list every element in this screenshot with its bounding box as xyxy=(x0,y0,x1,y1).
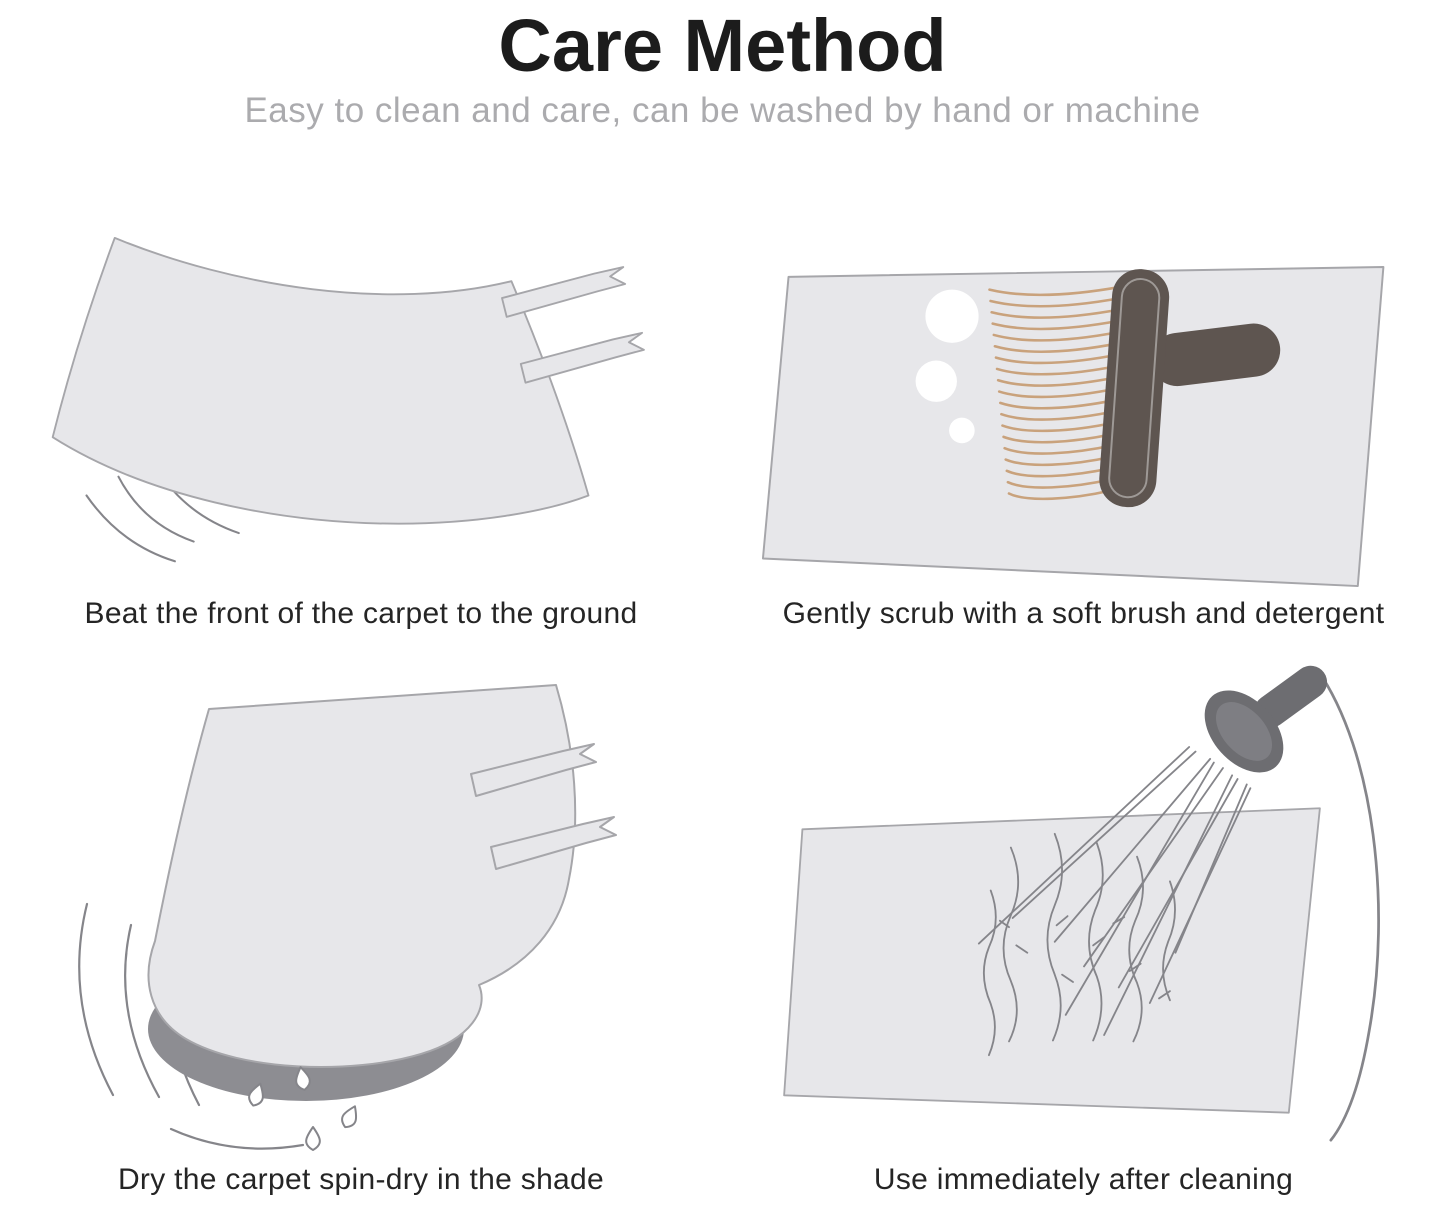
rinse-illustration xyxy=(782,665,1380,1142)
step-scrub-brush: Gently scrub with a soft brush and deter… xyxy=(722,137,1445,645)
tassel-icon xyxy=(519,331,645,384)
scrub-illustration xyxy=(761,265,1384,588)
beat-carpet-illustration xyxy=(51,236,645,563)
water-squiggles xyxy=(982,832,1176,1056)
foam-bubbles xyxy=(915,289,979,444)
brush-icon xyxy=(1098,269,1280,508)
tassel-icon xyxy=(501,266,627,318)
spin-dry-illustration xyxy=(78,683,617,1151)
step-caption-use: Use immediately after cleaning xyxy=(873,1162,1294,1196)
water-drops xyxy=(248,1066,358,1151)
carpet-shape xyxy=(147,683,577,1068)
splash-ticks xyxy=(998,915,1171,1000)
brush-bristles xyxy=(987,285,1123,501)
shower-head-icon xyxy=(1204,665,1327,773)
rug-shape xyxy=(782,807,1321,1114)
step-caption-dry: Dry the carpet spin-dry in the shade xyxy=(117,1162,605,1196)
header: Care Method Easy to clean and care, can … xyxy=(0,0,1445,131)
page-subtitle: Easy to clean and care, can be washed by… xyxy=(244,90,1201,130)
shower-hose xyxy=(1315,667,1380,1142)
tassel-icon xyxy=(490,815,617,870)
page-title: Care Method xyxy=(498,4,947,87)
step-spin-dry: Dry the carpet spin-dry in the shade xyxy=(0,645,722,1207)
tassel-icon xyxy=(470,742,597,797)
steps-grid: Beat the front of the carpet to the grou… xyxy=(0,137,1445,1207)
spray-lines xyxy=(977,746,1251,1036)
step-caption-beat: Beat the front of the carpet to the grou… xyxy=(84,596,638,630)
step-caption-scrub: Gently scrub with a soft brush and deter… xyxy=(782,596,1385,630)
step-rinse: Use immediately after cleaning xyxy=(722,645,1445,1207)
step-beat-carpet: Beat the front of the carpet to the grou… xyxy=(0,137,722,645)
carpet-shape xyxy=(51,236,590,525)
